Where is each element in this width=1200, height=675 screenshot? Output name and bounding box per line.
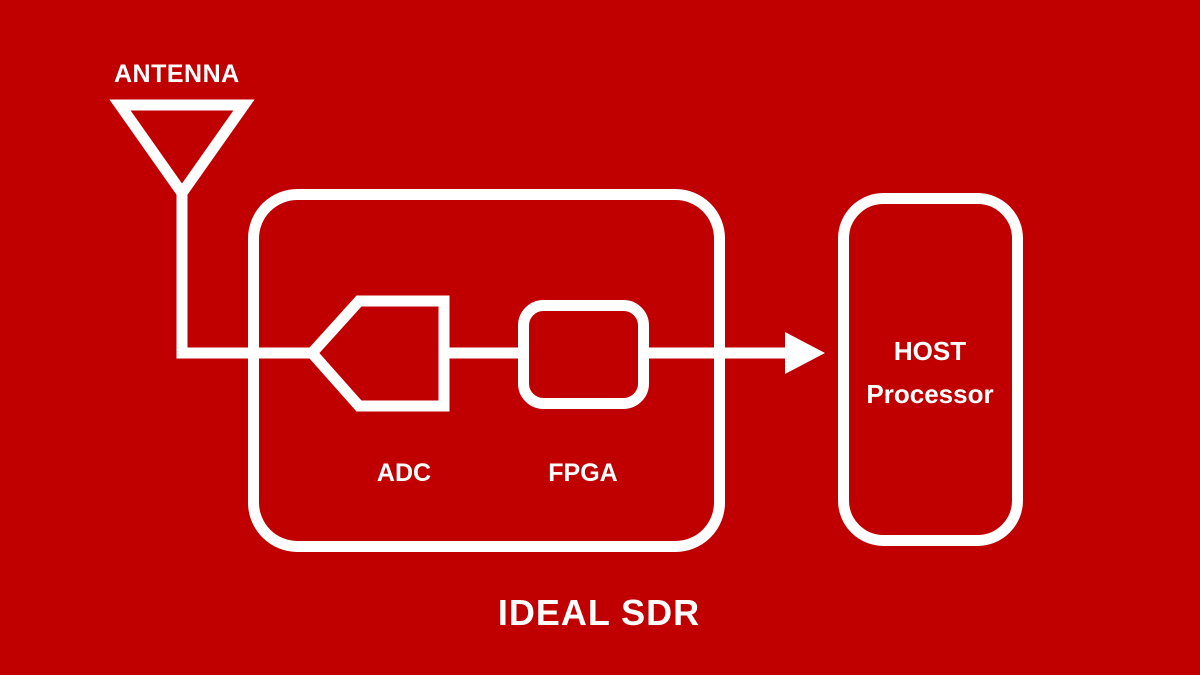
diagram-title: IDEAL SDR [498, 592, 700, 633]
host-arrowhead-icon [785, 332, 825, 374]
host-processor-label-line1: HOST [894, 336, 966, 366]
host-processor-label-line2: Processor [866, 379, 993, 409]
sdr-container-box [248, 189, 725, 552]
adc-label: ADC [377, 459, 431, 487]
antenna-triangle-icon [109, 99, 255, 203]
antenna-feedline [176, 188, 314, 359]
antenna-label: ANTENNA [114, 60, 240, 88]
fpga-label: FPGA [548, 459, 617, 487]
host-processor-box [838, 193, 1023, 546]
